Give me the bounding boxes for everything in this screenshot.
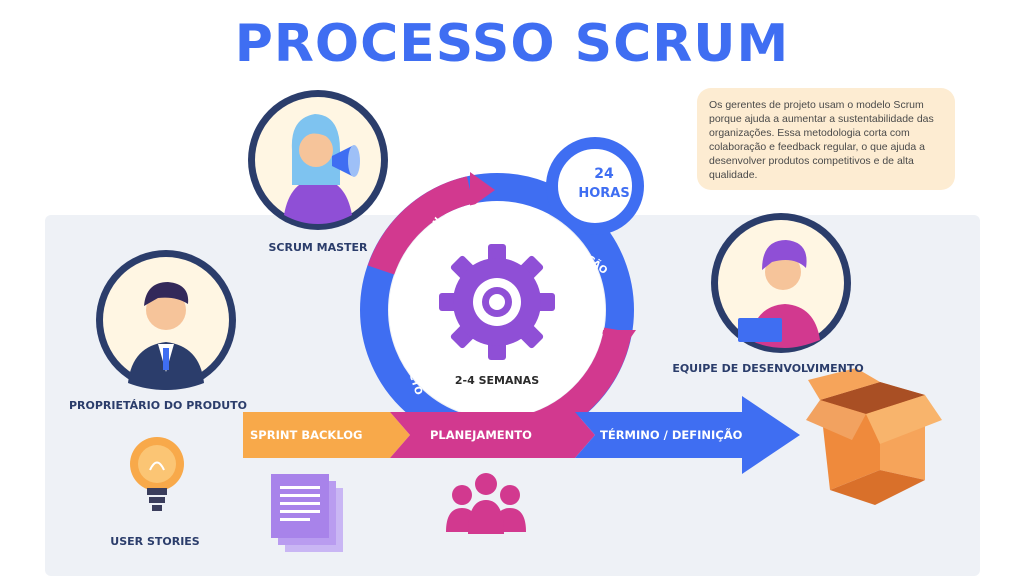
user-stories-label: USER STORIES [110, 535, 200, 548]
cycle-arrowhead-top [470, 172, 495, 208]
light-bulb-icon [130, 437, 184, 511]
team-icon [446, 473, 526, 534]
dev-team-avatar [711, 213, 851, 353]
page-title: PROCESSO SCRUM [234, 14, 790, 74]
scrum-master-avatar [248, 90, 388, 230]
sprint-duration: 2-4 SEMANAS [455, 374, 539, 387]
scrum-master-label: SCRUM MASTER [268, 241, 368, 254]
documents-icon [271, 474, 343, 552]
daily-cycle-ring [546, 137, 644, 235]
done-arrow [575, 396, 800, 474]
dev-team-label: EQUIPE DE DESENVOLVIMENTO [672, 362, 864, 375]
done-label: TÉRMINO / DEFINIÇÃO [600, 428, 743, 442]
cycle-review-arc [367, 176, 474, 275]
description-note: Os gerentes de projeto usam o modelo Scr… [697, 88, 955, 190]
sprint-backlog-band [243, 412, 410, 458]
cycle-arrowhead-right [600, 330, 636, 356]
product-owner-label: PROPRIETÁRIO DO PRODUTO [68, 399, 248, 412]
planning-band [390, 412, 595, 458]
daily-value: 24 [594, 166, 614, 182]
planning-label: PLANEJAMENTO [430, 428, 532, 442]
product-owner-avatar [96, 250, 236, 390]
daily-unit: HORAS [578, 186, 629, 201]
sprint-backlog-label: SPRINT BACKLOG [250, 428, 363, 442]
open-box-icon [806, 368, 942, 505]
gear-icon [439, 244, 555, 360]
